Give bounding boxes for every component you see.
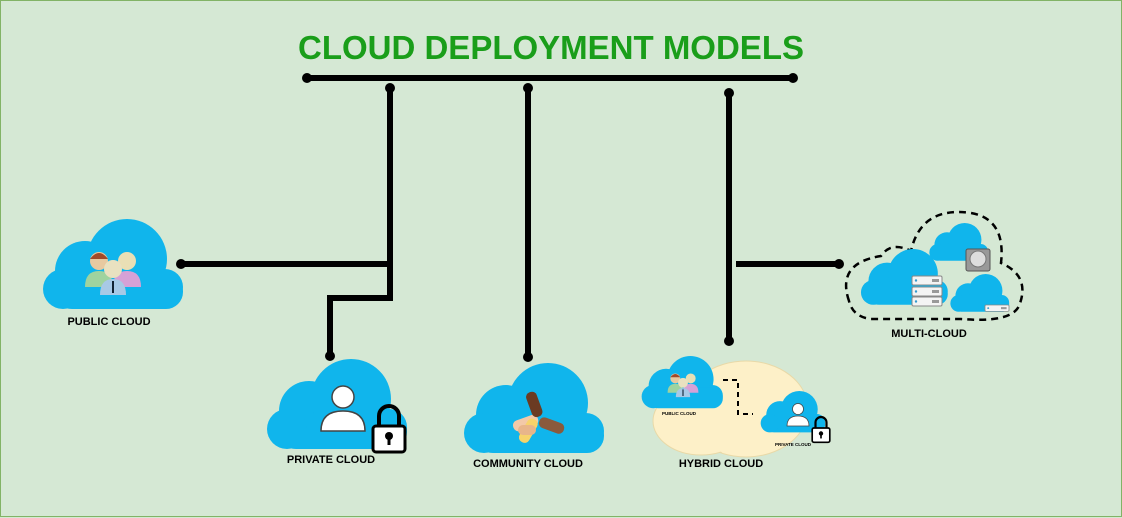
hybrid-cloud-label: HYBRID CLOUD: [679, 458, 763, 470]
hybrid-dashed-link: [723, 379, 753, 415]
connectors: [181, 75, 839, 357]
hybrid-private-label: PRIVATE CLOUD: [775, 442, 812, 447]
multi-cloud-node[interactable]: MULTI-CLOUD: [844, 210, 1024, 340]
connector-dots: [176, 73, 844, 362]
private-cloud-label: PRIVATE CLOUD: [287, 454, 375, 466]
multi-cloud-label: MULTI-CLOUD: [891, 328, 967, 340]
hybrid-public-label: PUBLIC CLOUD: [662, 411, 697, 416]
private-cloud-node[interactable]: PRIVATE CLOUD: [267, 359, 407, 466]
private-connector: [327, 88, 393, 356]
hard-drive-icon: [965, 248, 991, 272]
hybrid-cloud-node[interactable]: PUBLIC CLOUD PRIVATE CLOUD HYBRID CLOUD: [641, 356, 831, 470]
multi-cloud-dashed-boundary: [844, 210, 1024, 321]
community-cloud-label: COMMUNITY CLOUD: [473, 458, 583, 470]
diagram-title: CLOUD DEPLOYMENT MODELS: [298, 29, 804, 66]
public-cloud-node[interactable]: PUBLIC CLOUD: [43, 219, 183, 328]
community-cloud-node[interactable]: COMMUNITY CLOUD: [464, 363, 604, 470]
public-cloud-label: PUBLIC CLOUD: [67, 316, 150, 328]
joined-hands-icon: [512, 391, 565, 443]
